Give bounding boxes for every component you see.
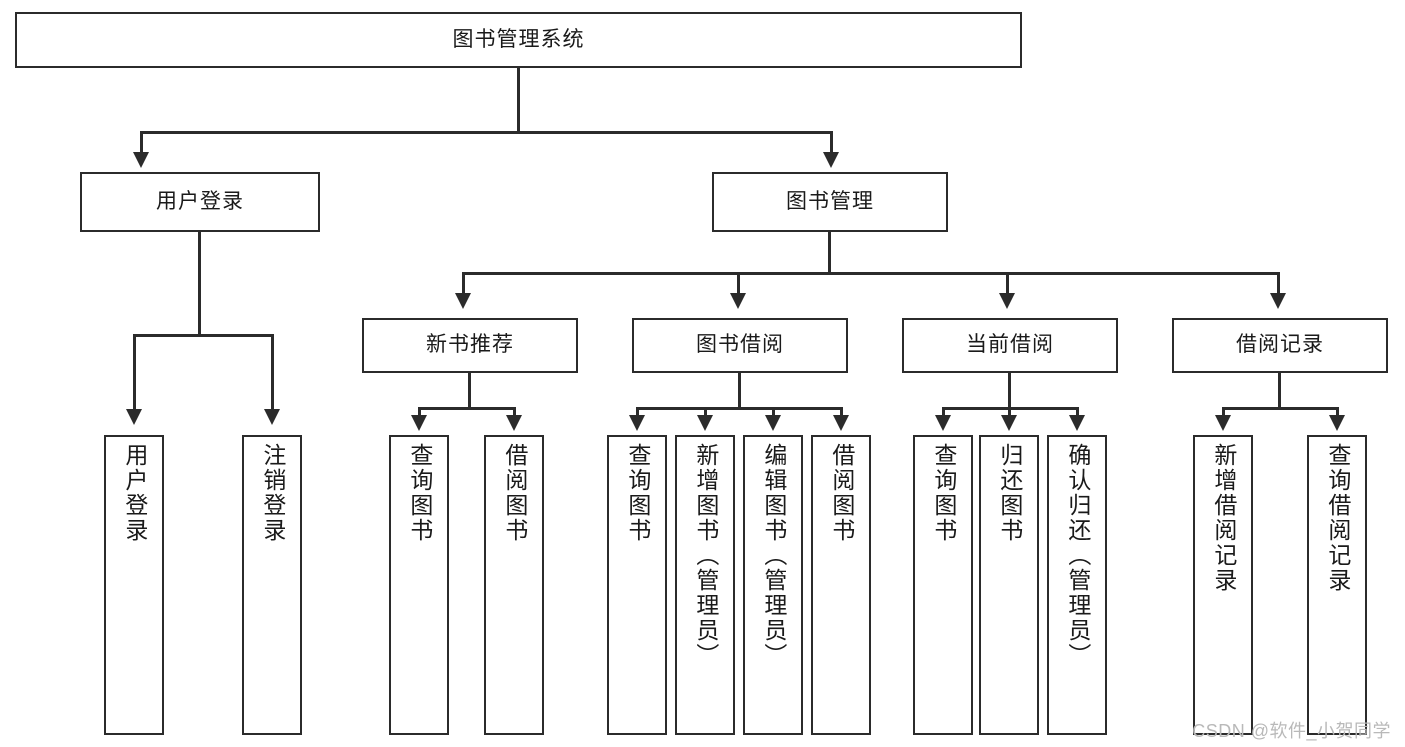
node-leaf-return-book-label: 归还图书	[996, 443, 1023, 543]
arrow-to-leaf-query-book-2	[629, 415, 645, 431]
connector-current-borrow-c3	[1076, 407, 1079, 419]
connector-user-login-stem	[198, 232, 201, 336]
csdn-watermark: CSDN @软件_小贺同学	[1192, 721, 1391, 741]
arrow-to-leaf-query-book-3	[935, 415, 951, 431]
node-book-manage[interactable]: 图书管理	[712, 172, 948, 232]
node-leaf-logout-label: 注销登录	[259, 443, 286, 543]
arrow-to-book-borrow	[730, 293, 746, 309]
connector-book-borrow-c3	[772, 407, 775, 419]
connector-user-login-right	[271, 334, 274, 412]
arrow-to-new-book-rec	[455, 293, 471, 309]
connector-root-bar	[140, 131, 833, 134]
arrow-to-leaf-borrow-book-1	[506, 415, 522, 431]
node-book-borrow[interactable]: 图书借阅	[632, 318, 848, 373]
arrow-to-leaf-confirm-return	[1069, 415, 1085, 431]
node-book-manage-label: 图书管理	[786, 189, 874, 213]
node-root[interactable]: 图书管理系统	[15, 12, 1022, 68]
node-leaf-borrow-book-2[interactable]: 借阅图书	[811, 435, 871, 735]
node-root-label: 图书管理系统	[452, 27, 585, 51]
arrow-to-current-borrow	[999, 293, 1015, 309]
arrow-to-leaf-add-book	[697, 415, 713, 431]
node-leaf-borrow-book-1[interactable]: 借阅图书	[484, 435, 544, 735]
arrow-to-leaf-logout	[264, 409, 280, 425]
connector-root-stem	[517, 68, 520, 131]
connector-to-current-borrow	[1006, 272, 1009, 296]
node-borrow-record[interactable]: 借阅记录	[1172, 318, 1388, 373]
node-leaf-query-book-1[interactable]: 查询图书	[389, 435, 449, 735]
connector-book-borrow-c1	[636, 407, 639, 419]
connector-borrow-record-c1	[1222, 407, 1225, 419]
arrow-root-to-user-login	[133, 152, 149, 168]
node-leaf-edit-book[interactable]: 编辑图书（管理员）	[743, 435, 803, 735]
node-leaf-confirm-return[interactable]: 确认归还（管理员）	[1047, 435, 1107, 735]
connector-to-book-borrow	[737, 272, 740, 296]
node-current-borrow[interactable]: 当前借阅	[902, 318, 1118, 373]
node-leaf-query-record[interactable]: 查询借阅记录	[1307, 435, 1367, 735]
node-leaf-query-book-2-label: 查询图书	[624, 443, 651, 543]
connector-borrow-record-stem	[1278, 373, 1281, 409]
arrow-root-to-book-manage	[823, 152, 839, 168]
connector-book-borrow-bar	[636, 407, 842, 410]
connector-new-book-rec-bar	[418, 407, 516, 410]
node-user-login-label: 用户登录	[156, 189, 244, 213]
arrow-to-leaf-query-record	[1329, 415, 1345, 431]
arrow-to-leaf-edit-book	[765, 415, 781, 431]
node-leaf-add-book-label: 新增图书（管理员）	[692, 443, 719, 668]
node-leaf-borrow-book-1-label: 借阅图书	[501, 443, 528, 543]
node-leaf-query-book-3[interactable]: 查询图书	[913, 435, 973, 735]
connector-book-borrow-c4	[840, 407, 843, 419]
connector-user-login-bar	[133, 334, 273, 337]
node-leaf-query-record-label: 查询借阅记录	[1324, 443, 1351, 593]
connector-borrow-record-bar	[1222, 407, 1338, 410]
connector-current-borrow-c2	[1008, 407, 1011, 419]
node-leaf-add-book[interactable]: 新增图书（管理员）	[675, 435, 735, 735]
connector-new-book-rec-c2	[513, 407, 516, 419]
connector-new-book-rec-stem	[468, 373, 471, 409]
connector-user-login-left	[133, 334, 136, 412]
connector-current-borrow-stem	[1008, 373, 1011, 409]
node-book-borrow-label: 图书借阅	[696, 333, 784, 357]
node-borrow-record-label: 借阅记录	[1236, 333, 1324, 357]
node-leaf-add-record-label: 新增借阅记录	[1210, 443, 1237, 593]
connector-to-new-book-rec	[462, 272, 465, 296]
node-leaf-confirm-return-label: 确认归还（管理员）	[1064, 443, 1091, 668]
connector-root-to-book-manage	[830, 131, 833, 155]
connector-book-manage-stem	[828, 232, 831, 274]
node-leaf-query-book-1-label: 查询图书	[406, 443, 433, 543]
connector-current-borrow-c1	[942, 407, 945, 419]
node-leaf-query-book-2[interactable]: 查询图书	[607, 435, 667, 735]
arrow-to-leaf-query-book-1	[411, 415, 427, 431]
node-leaf-return-book[interactable]: 归还图书	[979, 435, 1039, 735]
node-leaf-add-record[interactable]: 新增借阅记录	[1193, 435, 1253, 735]
arrow-to-borrow-record	[1270, 293, 1286, 309]
connector-book-borrow-stem	[738, 373, 741, 409]
connector-book-manage-bar	[462, 272, 1280, 275]
connector-new-book-rec-c1	[418, 407, 421, 419]
arrow-to-leaf-borrow-book-2	[833, 415, 849, 431]
node-user-login[interactable]: 用户登录	[80, 172, 320, 232]
connector-borrow-record-c2	[1336, 407, 1339, 419]
node-leaf-query-book-3-label: 查询图书	[930, 443, 957, 543]
connector-to-borrow-record	[1277, 272, 1280, 296]
node-current-borrow-label: 当前借阅	[966, 333, 1054, 357]
node-leaf-edit-book-label: 编辑图书（管理员）	[760, 443, 787, 668]
arrow-to-leaf-user-login	[126, 409, 142, 425]
node-leaf-user-login[interactable]: 用户登录	[104, 435, 164, 735]
node-leaf-logout[interactable]: 注销登录	[242, 435, 302, 735]
node-new-book-rec-label: 新书推荐	[426, 333, 514, 357]
node-leaf-user-login-label: 用户登录	[121, 443, 148, 543]
arrow-to-leaf-return-book	[1001, 415, 1017, 431]
arrow-to-leaf-add-record	[1215, 415, 1231, 431]
connector-book-borrow-c2	[704, 407, 707, 419]
connector-root-to-user-login	[140, 131, 143, 155]
node-leaf-borrow-book-2-label: 借阅图书	[828, 443, 855, 543]
node-new-book-rec[interactable]: 新书推荐	[362, 318, 578, 373]
